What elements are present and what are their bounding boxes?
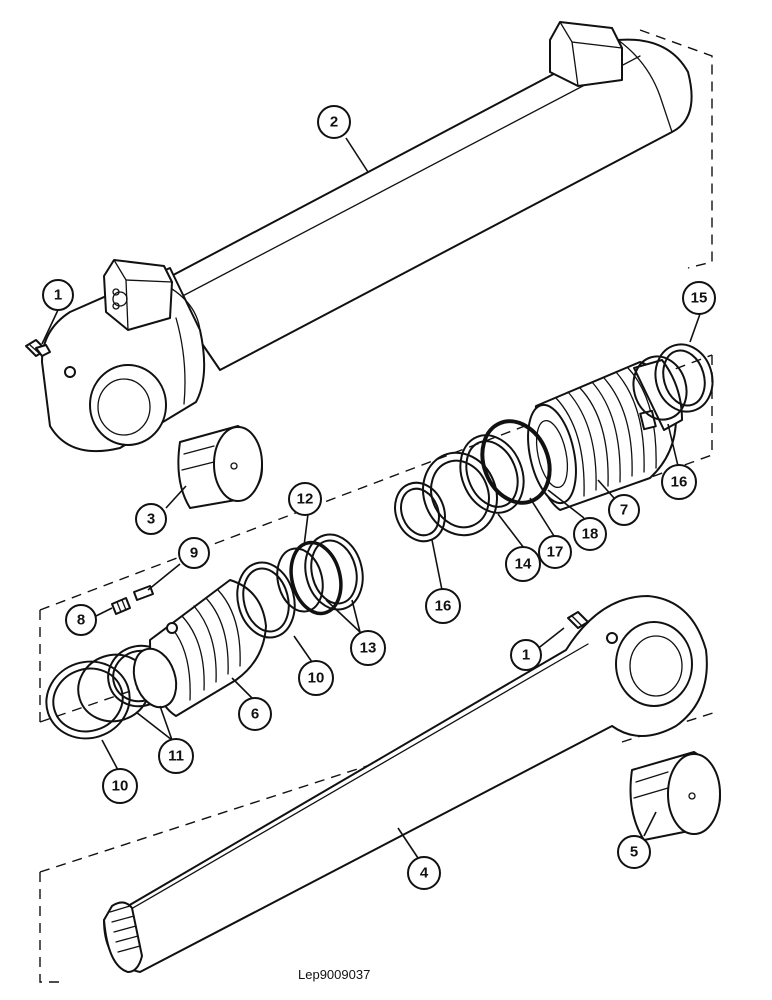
svg-text:9: 9: [190, 545, 198, 562]
svg-text:12: 12: [297, 491, 314, 508]
grease-fitting-upper: [25, 339, 51, 357]
callout-13: 13: [350, 630, 386, 666]
callout-15: 15: [682, 281, 716, 315]
callout-2: 2: [317, 105, 351, 139]
callout-16-right: 16: [661, 464, 697, 500]
callout-1-lower: 1: [510, 639, 542, 671]
callout-3: 3: [135, 503, 167, 535]
svg-text:15: 15: [691, 290, 708, 307]
svg-text:8: 8: [77, 612, 85, 629]
svg-text:11: 11: [168, 748, 184, 765]
callout-12: 12: [288, 482, 322, 516]
callout-7: 7: [608, 494, 640, 526]
callout-4: 4: [407, 856, 441, 890]
svg-text:17: 17: [547, 544, 564, 561]
head-seal-rings: [394, 343, 714, 543]
svg-text:14: 14: [515, 556, 532, 573]
svg-text:18: 18: [582, 526, 599, 543]
grease-fitting-lower: [567, 611, 589, 629]
svg-text:7: 7: [620, 502, 628, 519]
drawing-code-label: Lep9009037: [298, 967, 370, 982]
svg-text:1: 1: [54, 287, 62, 304]
piston: [132, 579, 267, 717]
svg-text:6: 6: [251, 706, 259, 723]
callout-9: 9: [178, 537, 210, 569]
piston-seal-rings-right: [236, 533, 364, 639]
callout-10-right: 10: [298, 660, 334, 696]
svg-text:4: 4: [420, 865, 429, 882]
callout-1-upper: 1: [42, 279, 74, 311]
bushing-lower: [629, 751, 721, 841]
svg-text:3: 3: [147, 511, 155, 528]
bushing-upper: [177, 425, 263, 509]
callout-6: 6: [238, 697, 272, 731]
svg-text:1: 1: [522, 647, 530, 664]
svg-text:2: 2: [330, 114, 338, 131]
callout-17: 17: [538, 535, 572, 569]
svg-text:5: 5: [630, 844, 638, 861]
callout-5: 5: [617, 835, 651, 869]
svg-text:13: 13: [360, 640, 377, 657]
svg-text:16: 16: [435, 598, 452, 615]
svg-text:10: 10: [112, 778, 129, 795]
piston-rod: [103, 595, 708, 973]
callout-18: 18: [573, 517, 607, 551]
callout-8: 8: [65, 604, 97, 636]
callout-16-left: 16: [425, 588, 461, 624]
svg-text:16: 16: [671, 474, 688, 491]
set-screw-and-pin: [111, 585, 154, 615]
cylinder-tube: [41, 21, 693, 453]
leader-lines: [41, 137, 701, 859]
callout-14: 14: [505, 546, 541, 582]
cylinder-head: [527, 359, 683, 511]
svg-text:10: 10: [308, 670, 325, 687]
callout-10-lower: 10: [102, 768, 138, 804]
callout-11: 11: [158, 738, 194, 774]
